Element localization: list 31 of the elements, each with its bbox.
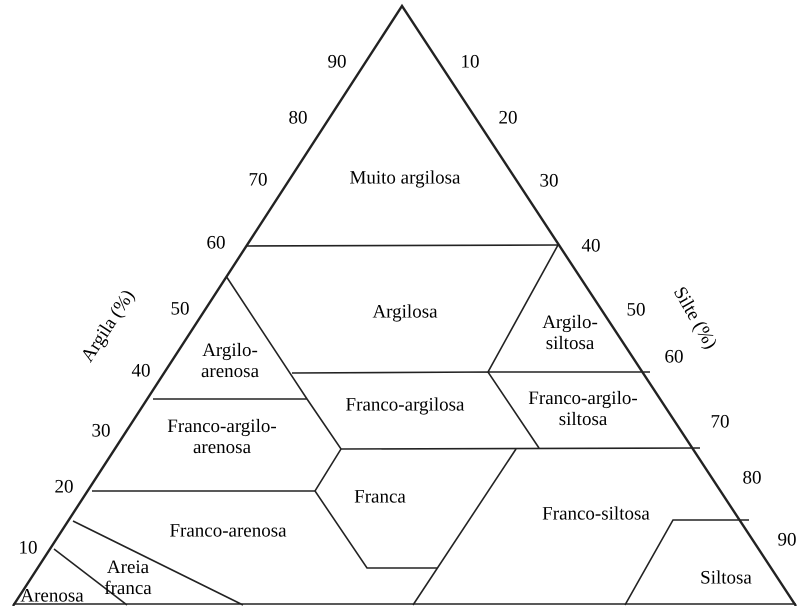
texture-class-label: Franco-argilo- arenosa: [157, 416, 287, 458]
tick-label: 30: [92, 420, 110, 442]
tick-label: 10: [18, 538, 38, 558]
tick-label: 40: [582, 236, 600, 256]
texture-class-label: Argilo- arenosa: [190, 340, 270, 382]
tick-label: 70: [248, 170, 268, 190]
tick-label: 60: [206, 232, 226, 254]
texture-class-label: Argilo- siltosa: [530, 312, 610, 354]
tick-label: 10: [460, 52, 480, 72]
texture-class-label: Franco-arenosa: [153, 520, 303, 542]
tick-label: 20: [54, 476, 74, 498]
tick-label: 70: [710, 412, 730, 432]
texture-class-label: Franca: [340, 486, 420, 508]
tick-label: 90: [328, 52, 346, 72]
tick-label: 50: [626, 300, 646, 320]
texture-class-label: Arenosa: [12, 586, 92, 606]
tick-label: 20: [498, 108, 518, 128]
tick-label: 90: [778, 530, 796, 550]
texture-class-label: Franco-siltosa: [526, 504, 666, 524]
tick-label: 80: [288, 108, 308, 128]
texture-class-label: Franco-argilosa: [330, 394, 480, 416]
texture-class-label: Muito argilosa: [325, 168, 485, 188]
texture-class-label: Siltosa: [686, 568, 766, 588]
tick-label: 40: [132, 360, 150, 382]
tick-label: 60: [664, 346, 684, 368]
texture-class-label: Areia franca: [97, 557, 159, 599]
tick-label: 50: [170, 298, 190, 320]
tick-label: 80: [742, 468, 762, 488]
texture-class-label: Franco-argilo- siltosa: [518, 388, 648, 430]
texture-class-label: Argilosa: [345, 302, 465, 322]
tick-label: 30: [540, 170, 558, 192]
